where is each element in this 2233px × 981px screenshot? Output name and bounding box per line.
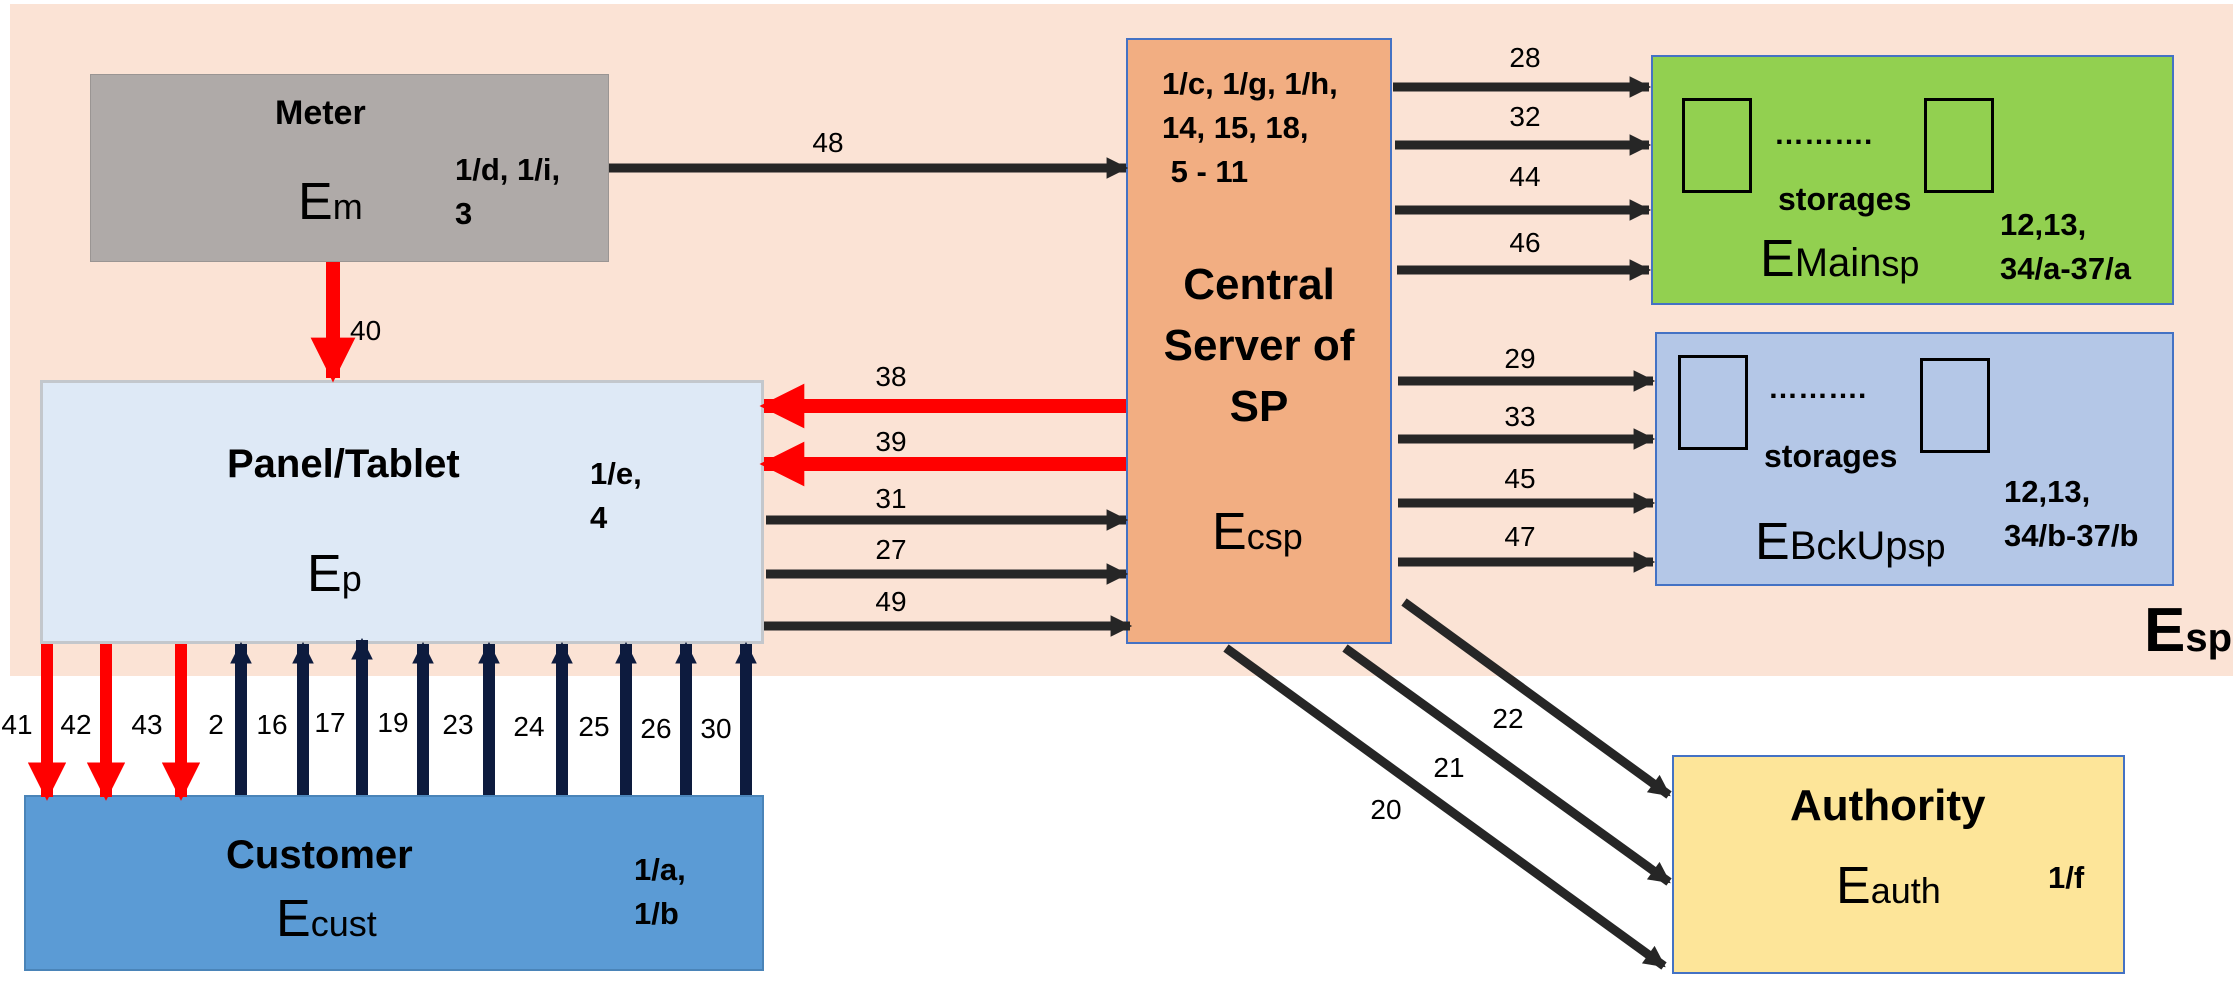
arrow-16-label: 16 bbox=[256, 709, 287, 740]
arrow-45-label: 45 bbox=[1504, 463, 1535, 494]
meter-refs: 1/d, 1/i, 3 bbox=[455, 152, 561, 231]
storage-slot-icon bbox=[1678, 355, 1748, 450]
arrow-26-label: 26 bbox=[640, 713, 671, 744]
meter-entity-box bbox=[90, 74, 609, 262]
arrow-29-label: 29 bbox=[1504, 343, 1535, 374]
arrow-22-label: 22 bbox=[1492, 703, 1523, 734]
panel-tablet-entity-box bbox=[40, 380, 764, 644]
arrow-43-label: 43 bbox=[131, 709, 162, 740]
arrow-20-label: 20 bbox=[1370, 794, 1401, 825]
customer-refs: 1/a, 1/b bbox=[634, 852, 686, 931]
authority-entity-box bbox=[1672, 755, 2125, 974]
storage-slot-icon bbox=[1924, 98, 1994, 193]
arrow-42-label: 42 bbox=[60, 709, 91, 740]
backup-storage-label: storages bbox=[1764, 438, 1898, 474]
arrow-28-label: 28 bbox=[1509, 42, 1540, 73]
meter-symbol: Em bbox=[298, 173, 363, 231]
main-storage-symbol: EMainsp bbox=[1760, 230, 1920, 288]
service-provider-region-label: Esp bbox=[2144, 596, 2233, 665]
panel-symbol: Ep bbox=[307, 545, 362, 603]
arrow-47-label: 47 bbox=[1504, 521, 1535, 552]
arrow-44-label: 44 bbox=[1509, 161, 1540, 192]
arrow-48-label: 48 bbox=[812, 127, 843, 158]
authority-refs: 1/f bbox=[2048, 860, 2085, 895]
backup-storage-refs: 12,13, 34/b-37/b bbox=[2004, 474, 2139, 553]
main-storage-label: storages bbox=[1778, 181, 1912, 217]
backup-storage-symbol: EBckUpsp bbox=[1755, 513, 1946, 571]
arrow-39-label: 39 bbox=[875, 426, 906, 457]
central-server-entity-box bbox=[1126, 38, 1392, 644]
arrow-2-label: 2 bbox=[208, 709, 224, 740]
arrow-20 bbox=[1223, 644, 1667, 970]
arrow-27-label: 27 bbox=[875, 534, 906, 565]
arrow-31-label: 31 bbox=[875, 483, 906, 514]
authority-symbol: Eauth bbox=[1836, 857, 1941, 915]
main-storage-dots: ………. bbox=[1774, 118, 1873, 151]
arrow-24-label: 24 bbox=[513, 711, 544, 742]
arrow-21-label: 21 bbox=[1433, 752, 1464, 783]
arrow-32-label: 32 bbox=[1509, 101, 1540, 132]
arrow-19-label: 19 bbox=[377, 707, 408, 738]
panel-refs: 1/e, 4 bbox=[590, 456, 642, 535]
storage-slot-icon bbox=[1682, 98, 1752, 193]
arrow-21 bbox=[1342, 644, 1672, 886]
arrow-38-label: 38 bbox=[875, 361, 906, 392]
arrow-23-label: 23 bbox=[442, 709, 473, 740]
main-storage-refs: 12,13, 34/a-37/a bbox=[2000, 207, 2131, 286]
arrow-22 bbox=[1401, 598, 1672, 799]
customer-symbol: Ecust bbox=[276, 890, 377, 948]
backup-storage-entity-box bbox=[1655, 332, 2174, 586]
backup-storage-dots: ………. bbox=[1768, 372, 1867, 405]
authority-title: Authority bbox=[1790, 781, 1986, 830]
main-storage-entity-box bbox=[1651, 55, 2174, 305]
arrow-49-label: 49 bbox=[875, 586, 906, 617]
central-server-symbol: Ecsp bbox=[1212, 503, 1303, 561]
arrow-30-label: 30 bbox=[700, 713, 731, 744]
arrow-46-label: 46 bbox=[1509, 227, 1540, 258]
customer-entity-box bbox=[24, 795, 764, 971]
storage-slot-icon bbox=[1920, 358, 1990, 453]
arrow-33-label: 33 bbox=[1504, 401, 1535, 432]
meter-title: Meter bbox=[275, 94, 366, 132]
panel-title: Panel/Tablet bbox=[227, 442, 460, 486]
arrow-17-label: 17 bbox=[314, 707, 345, 738]
central-server-refs: 1/c, 1/g, 1/h, 14, 15, 18, 5 - 11 bbox=[1162, 66, 1338, 189]
arrow-40-label: 40 bbox=[350, 315, 381, 346]
customer-title: Customer bbox=[226, 833, 413, 877]
arrow-25-label: 25 bbox=[578, 711, 609, 742]
arrow-41-label: 41 bbox=[1, 709, 32, 740]
central-server-title: Central Server of SP bbox=[1163, 260, 1355, 431]
